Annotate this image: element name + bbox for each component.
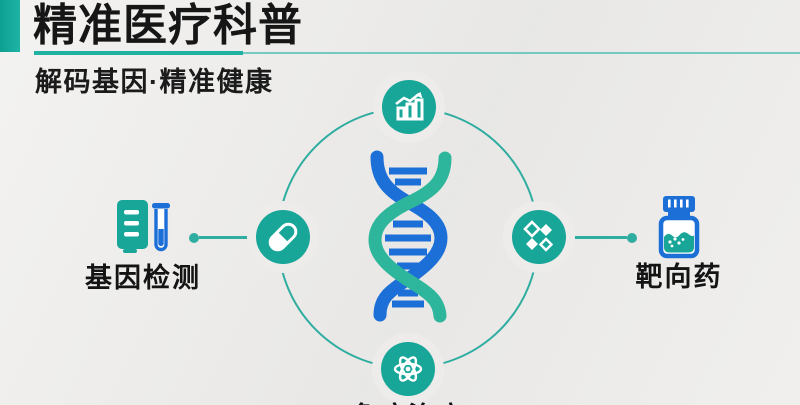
bar-chart-growth-icon <box>395 92 424 121</box>
orbit-node-statistics <box>382 80 436 134</box>
title-underline-thin <box>243 52 800 54</box>
connector-dot-right <box>627 233 637 243</box>
orbit-node-medication <box>256 210 310 264</box>
connector-line-right <box>571 236 627 239</box>
label-gene-testing: 基因检测 <box>85 263 201 293</box>
page-subtitle: 解码基因·精准健康 <box>35 67 274 97</box>
molecule-diamonds-icon <box>523 220 554 252</box>
title-underline-thick <box>34 51 243 55</box>
medicine-bottle-icon <box>658 196 700 259</box>
orbit-node-science <box>381 342 435 396</box>
atom-icon <box>393 356 423 382</box>
page-title: 精准医疗科普 <box>33 1 303 50</box>
label-targeted-drug: 靶向药 <box>635 262 723 292</box>
corner-accent-block <box>0 0 20 52</box>
orbit-node-targeting <box>512 210 566 264</box>
capsule-pill-icon <box>268 222 298 252</box>
clipboard-test-tube-icon <box>117 199 172 256</box>
connector-dot-left <box>189 233 199 243</box>
connector-line-left <box>199 236 255 239</box>
dna-double-helix-icon <box>368 150 452 323</box>
label-immunotherapy: 免疫治疗 <box>348 396 468 405</box>
